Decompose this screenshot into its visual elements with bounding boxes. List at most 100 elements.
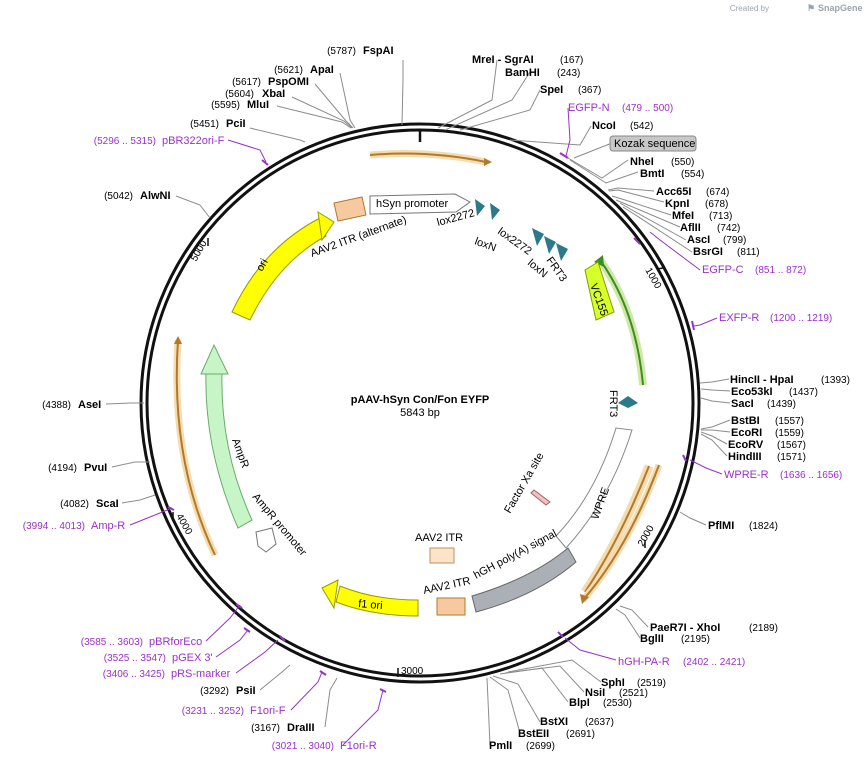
itr-label-1: AAV2 ITR [415,532,463,544]
enzyme-leaders [105,59,731,746]
enzyme-name: EcoRI [731,427,762,439]
enzyme-name: PvuI [84,462,107,474]
ori-label: ori [254,257,271,274]
primer-name: F1ori-R [340,740,377,752]
enzyme-pos: (5787) [327,46,356,57]
enzyme-name: KpnI [665,198,689,210]
frt3-marker-b [618,396,638,408]
primer-range: (1636 .. 1656) [780,470,842,481]
vc155-arc-line [599,259,644,386]
enzyme-name: AscI [687,234,710,246]
kozak-sequence-tag: Kozak sequence [573,135,697,159]
enzyme-name: PciI [226,118,246,130]
loxn-marker-a [490,203,500,220]
enzyme-pos: (674) [706,187,729,198]
enzyme-name: ScaI [96,498,119,510]
enzyme-pos: (1557) [775,416,804,427]
enzyme-name: NheI [630,156,654,168]
enzyme-name: BlpI [569,697,590,709]
enzyme-name: PsiI [236,685,256,697]
enzyme-pos: (799) [723,235,746,246]
eyfp-arc-right-arrow [580,594,589,604]
enzyme-name: MfeI [672,210,694,222]
enzyme-name: AseI [78,399,101,411]
primer-range: (5296 .. 5315) [94,136,156,147]
enzyme-pos: (1559) [775,428,804,439]
primer-range: (3585 .. 3603) [81,637,143,648]
vc155-arc-back [596,257,647,386]
enzyme-pos: (542) [630,121,653,132]
enzyme-pos: (742) [717,223,740,234]
enzyme-name: MluI [247,99,269,111]
enzyme-name: SphI [601,677,625,689]
enzyme-pos: (2691) [566,729,595,740]
enzyme-pos: (5451) [190,119,219,130]
svg-text:3000: 3000 [401,666,424,677]
enzyme-name: BsrGI [693,246,723,258]
lox2272-marker-a [475,199,485,216]
enzyme-name: MreI - SgrAI [472,54,534,66]
scale-tick-3000: 3000 [397,666,424,677]
enzyme-name: XbaI [262,88,285,100]
lox2272-marker-b [532,228,544,246]
primer-range: (3525 .. 3547) [104,653,166,664]
hsyn-promoter-shape [369,193,471,215]
enzyme-pos: (1439) [767,399,796,410]
enzyme-name: BstBI [731,415,760,427]
factor-xa-label: Factor Xa site [502,451,546,516]
enzyme-pos: (554) [681,169,704,180]
ampr-promoter-shape [255,527,277,553]
enzyme-name: EcoRV [728,439,764,451]
itr-label-2: AAV2 ITR [422,575,472,597]
f1-ori-label: f1 ori [358,598,383,612]
enzyme-pos: (2521) [619,688,648,699]
svg-text:1000: 1000 [642,266,663,291]
enzyme-pos: (678) [705,199,728,210]
enzyme-pos: (2637) [585,717,614,728]
enzyme-pos: (1567) [777,440,806,451]
loxn-marker-b [544,236,556,254]
plasmid-name: pAAV-hSyn Con/Fon EYFP [351,394,490,406]
ampr-arrowhead [200,343,229,375]
eyfp-arc-top-arrow [484,158,492,166]
enzyme-name: FspAI [363,45,394,57]
enzyme-name: HincII - HpaI [730,374,794,386]
enzyme-name: PspOMI [268,76,309,88]
scale-tick-1000: 1000 [642,266,663,291]
primer-range: (851 .. 872) [755,265,806,276]
vc155-arc-arrow [594,255,604,267]
primer-range: (3021 .. 3040) [272,741,334,752]
enzyme-pos: (5604) [225,89,254,100]
enzyme-name: ApaI [310,64,334,76]
enzyme-pos: (1393) [821,375,850,386]
hsyn-promoter-label: hSyn promoter [376,198,448,210]
snapgene-logo-icon: ⚑ [807,3,815,13]
primer-leaders [129,107,723,746]
primer-name: EXFP-R [719,312,759,324]
primer-name: pRS-marker [171,668,231,680]
primer-name: pBR322ori-F [162,135,225,147]
enzyme-pos: (2189) [749,623,778,634]
ori-arrowhead [317,211,335,242]
enzyme-pos: (4082) [60,499,89,510]
factor-xa-shape [530,489,551,506]
vc155-shape [584,261,615,321]
eyfp-arc-top-line [369,152,487,163]
primer-range: (1200 .. 1219) [770,313,832,324]
eyfp-arc-left-line [175,339,216,556]
enzyme-name: PmlI [489,740,512,752]
primer-range: (479 .. 500) [622,103,673,114]
enzyme-name: AlwNI [140,190,171,202]
eyfp-arc-left-arrow [174,336,182,344]
enzyme-pos: (2530) [603,698,632,709]
enzyme-name: BglII [640,633,664,645]
primer-name: WPRE-R [724,469,769,481]
lox2272-label-b: lox2272 [495,226,533,258]
enzyme-name: BamHI [505,67,540,79]
primer-name: Amp-R [91,520,125,532]
credit-prefix: Created by [730,4,769,13]
wpre-shape [555,427,633,549]
enzyme-name: Eco53kI [731,386,773,398]
enzyme-pos: (367) [578,85,601,96]
